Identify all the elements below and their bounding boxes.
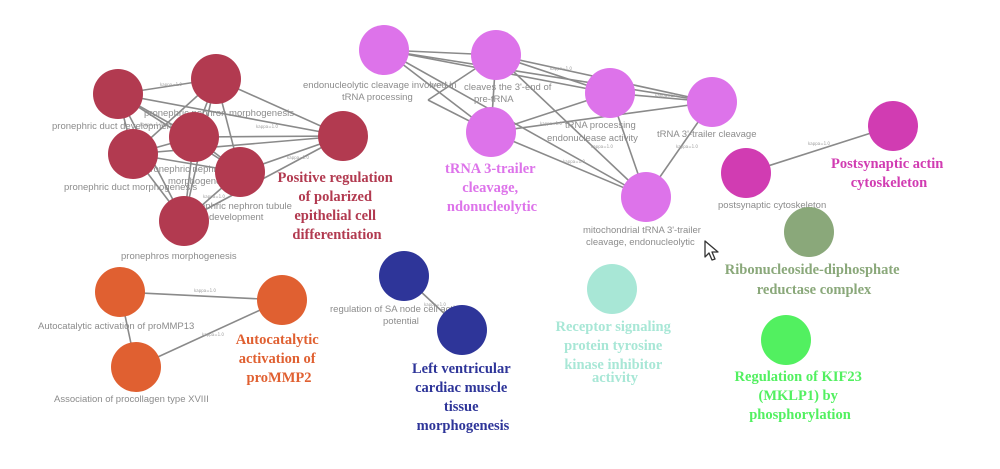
edge-label: kappa=1.0 — [591, 144, 613, 149]
node-label-duct-morphogenesis: pronephric duct morphogenesis — [64, 182, 197, 193]
node-prommp2[interactable] — [257, 275, 307, 325]
edge-label: kappa=1.0 — [202, 332, 224, 337]
edge-label: kappa=1.0 — [287, 155, 309, 160]
edge — [383, 49, 713, 103]
cluster-titles: Positive regulation of polarized epithel… — [236, 156, 947, 434]
cluster-title-trna: tRNA 3-trailer cleavage, ndonucleolytic — [445, 161, 539, 215]
cluster-title-kif23: Regulation of KIF23 (MKLP1) by phosphory… — [735, 369, 866, 423]
edge-label: kappa=1.0 — [160, 82, 182, 87]
node-label-mitochondrial-2: cleavage, endonucleolytic — [586, 237, 695, 248]
cluster-title-postsynaptic: Postsynaptic actin cytoskeleton — [831, 156, 947, 191]
node-label-trailer-cleavage: tRNA 3'-trailer cleavage — [657, 129, 757, 140]
cluster-title-receptor: Receptor signaling protein tyrosine kina… — [556, 319, 675, 386]
edge-label: kappa=1.0 — [203, 194, 225, 199]
edge — [119, 291, 283, 301]
node-label-postsynaptic-cytoskeleton: postsynaptic cytoskeleton — [718, 200, 826, 211]
edge-label: kappa=1.0 — [140, 122, 162, 127]
cluster-title-prommp2: Autocatalytic activation of proMMP2 — [236, 332, 323, 386]
edge-label: kappa=1.0 — [194, 288, 216, 293]
edge — [117, 93, 344, 137]
node-label-endonucleolytic-cleavage-1: endonucleolytic cleavage involved in — [303, 80, 457, 91]
edge — [135, 299, 283, 368]
node-regulation-kif23[interactable] — [761, 315, 811, 365]
node-label-tubule-development-2: development — [209, 212, 264, 223]
node-positive-regulation[interactable] — [318, 111, 368, 161]
node-regulation-sa-node[interactable] — [379, 251, 429, 301]
cluster-title-ribonucleoside: Ribonucleoside-diphosphate reductase com… — [725, 262, 903, 298]
node-procollagen[interactable] — [111, 342, 161, 392]
edge-label: kappa=1.0 — [563, 159, 585, 164]
node-trna-3-trailer-cleavage-endonucleolytic[interactable] — [466, 107, 516, 157]
edge-label: kappa=1.0 — [540, 121, 562, 126]
node-prommp13[interactable] — [95, 267, 145, 317]
node-labels: pronephric duct development pronephric n… — [38, 80, 826, 405]
node-postsynaptic-cytoskeleton[interactable] — [721, 148, 771, 198]
node-postsynaptic-actin-cytoskeleton[interactable] — [868, 101, 918, 151]
node-receptor-signaling[interactable] — [587, 264, 637, 314]
edge-label: kappa=1.0 — [424, 302, 446, 307]
node-label-endonucleolytic-cleavage-2: tRNA processing — [342, 92, 413, 103]
edge — [132, 135, 344, 155]
nodes-pronephric — [93, 54, 368, 246]
edge-label: kappa=1.0 — [676, 144, 698, 149]
node-label-procollagen: Association of procollagen type XVIII — [54, 394, 209, 405]
mouse-cursor-icon — [704, 240, 719, 261]
node-label-tubule-development-1: pronephric nephron tubule — [181, 201, 292, 212]
node-pronephric-duct-morphogenesis[interactable] — [108, 129, 158, 179]
nodes-other — [95, 101, 918, 392]
node-label-trna-processing-2: endonuclease activity — [547, 133, 638, 144]
edge-label: kappa=1.0 — [655, 93, 677, 98]
node-pronephric-nephron-morphogenesis[interactable] — [191, 54, 241, 104]
node-label-pronephros-morphogenesis: pronephros morphogenesis — [121, 251, 237, 262]
edge — [490, 131, 647, 198]
edge — [490, 101, 713, 133]
edge-label: kappa=1.0 — [808, 141, 830, 146]
node-ribonucleoside-diphosphate-reductase[interactable] — [784, 207, 834, 257]
edge — [495, 54, 647, 198]
node-label-sa-node-1: regulation of SA node cell action — [330, 304, 466, 315]
node-label-cleaves-3-end-2: pre-tRNA — [474, 94, 514, 105]
cluster-title-positive-regulation: Positive regulation of polarized epithel… — [278, 170, 397, 243]
node-label-tubule-morphogenesis: morphogenesis — [168, 176, 233, 187]
node-label-sa-node-2: potential — [383, 316, 419, 327]
node-pronephric-nephron-tubule[interactable] — [169, 112, 219, 162]
node-label-nephron-morphogenesis: pronephric nephron morphogenesis — [144, 108, 294, 119]
edge-label: kappa=1.0 — [550, 66, 572, 71]
node-pronephros-morphogenesis[interactable] — [159, 196, 209, 246]
node-cleaves-3-end[interactable] — [471, 30, 521, 80]
node-trna-processing-endonuclease[interactable] — [585, 68, 635, 118]
edge — [745, 125, 894, 174]
node-pronephric-duct-development[interactable] — [93, 69, 143, 119]
node-label-cleaves-3-end-1: cleaves the 3'-end of — [464, 82, 552, 93]
node-endonucleolytic-cleavage[interactable] — [359, 25, 409, 75]
node-label-prommp13: Autocatalytic activation of proMMP13 — [38, 321, 194, 332]
edge-label: kappa=1.0 — [430, 82, 452, 87]
edge-label: kappa=1.0 — [256, 124, 278, 129]
node-label-mitochondrial-1: mitochondrial tRNA 3'-trailer — [583, 225, 701, 236]
node-label-duct-development: pronephric duct development — [52, 121, 175, 132]
node-trna-3-trailer-cleavage[interactable] — [687, 77, 737, 127]
node-pronephric-nephron-tubule-development[interactable] — [215, 147, 265, 197]
cluster-title-left-ventricular: Left ventricular cardiac muscle tissue m… — [412, 361, 514, 434]
node-left-ventricular[interactable] — [437, 305, 487, 355]
node-label-nephron-tubule: pronephric nephron tubule — [145, 164, 256, 175]
nodes-trna — [359, 25, 737, 222]
node-label-trna-processing-1: tRNA processing — [565, 120, 636, 131]
edge-labels: kappa=1.0 kappa=1.0 kappa=1.0 kappa=1.0 … — [140, 66, 830, 337]
node-mitochondrial-trna[interactable] — [621, 172, 671, 222]
